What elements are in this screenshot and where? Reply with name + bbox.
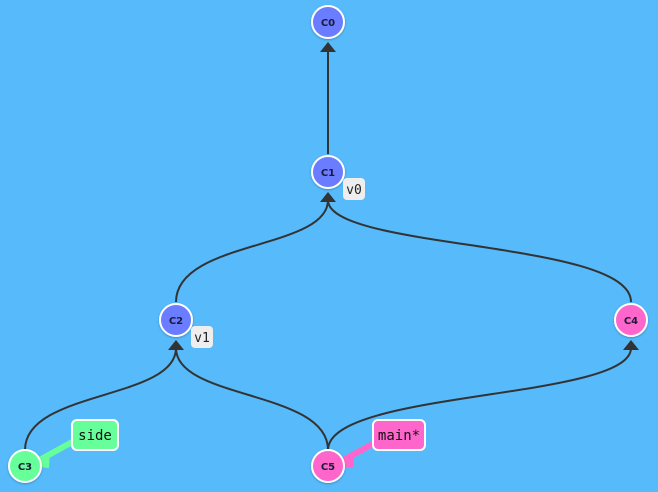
arrowhead-c1: [320, 192, 336, 202]
commit-label: C4: [624, 316, 638, 327]
branch-box[interactable]: [372, 419, 426, 451]
tag-label: v1: [194, 331, 210, 346]
edge-c5-c2: [175, 347, 329, 451]
commit-c3[interactable]: C3: [8, 449, 42, 483]
arrowhead-c0: [320, 42, 336, 52]
commit-label: C3: [18, 462, 32, 473]
commit-c4[interactable]: C4: [614, 303, 648, 337]
edge-c4-c1: [327, 199, 632, 303]
branch-label: side: [78, 428, 112, 444]
tag-box[interactable]: [343, 178, 365, 200]
commit-label: C5: [321, 462, 335, 473]
commit-label: C2: [169, 316, 183, 327]
tag-box[interactable]: [191, 326, 213, 348]
branch-box[interactable]: [71, 419, 119, 451]
commit-c5[interactable]: C5: [311, 449, 345, 483]
commit-c2[interactable]: C2: [159, 303, 193, 337]
commit-node[interactable]: [311, 155, 345, 189]
arrowhead-c2: [168, 340, 184, 350]
commit-node[interactable]: [311, 5, 345, 39]
edges-layer: [24, 42, 639, 451]
branch-label: main*: [378, 428, 420, 444]
commit-node[interactable]: [159, 303, 193, 337]
commit-label: C0: [321, 18, 335, 29]
commit-node[interactable]: [311, 449, 345, 483]
arrowhead-c4: [623, 340, 639, 350]
commit-c1[interactable]: C1: [311, 155, 345, 189]
commit-label: C1: [321, 168, 335, 179]
branches-layer: side main*: [71, 419, 426, 451]
tags-layer: v0 v1: [191, 178, 365, 348]
branch-main[interactable]: main*: [372, 419, 426, 451]
commits-layer: C0 C1 C2 C3 C4 C5: [8, 5, 648, 483]
edge-c5-c4: [327, 347, 632, 451]
tag-label: v0: [346, 183, 362, 198]
edge-c3-c2: [24, 347, 177, 451]
edge-c2-c1: [175, 199, 329, 303]
tag-v1[interactable]: v1: [191, 326, 213, 348]
tag-v0[interactable]: v0: [343, 178, 365, 200]
commit-node[interactable]: [8, 449, 42, 483]
commit-c0[interactable]: C0: [311, 5, 345, 39]
commit-node[interactable]: [614, 303, 648, 337]
branch-side[interactable]: side: [71, 419, 119, 451]
